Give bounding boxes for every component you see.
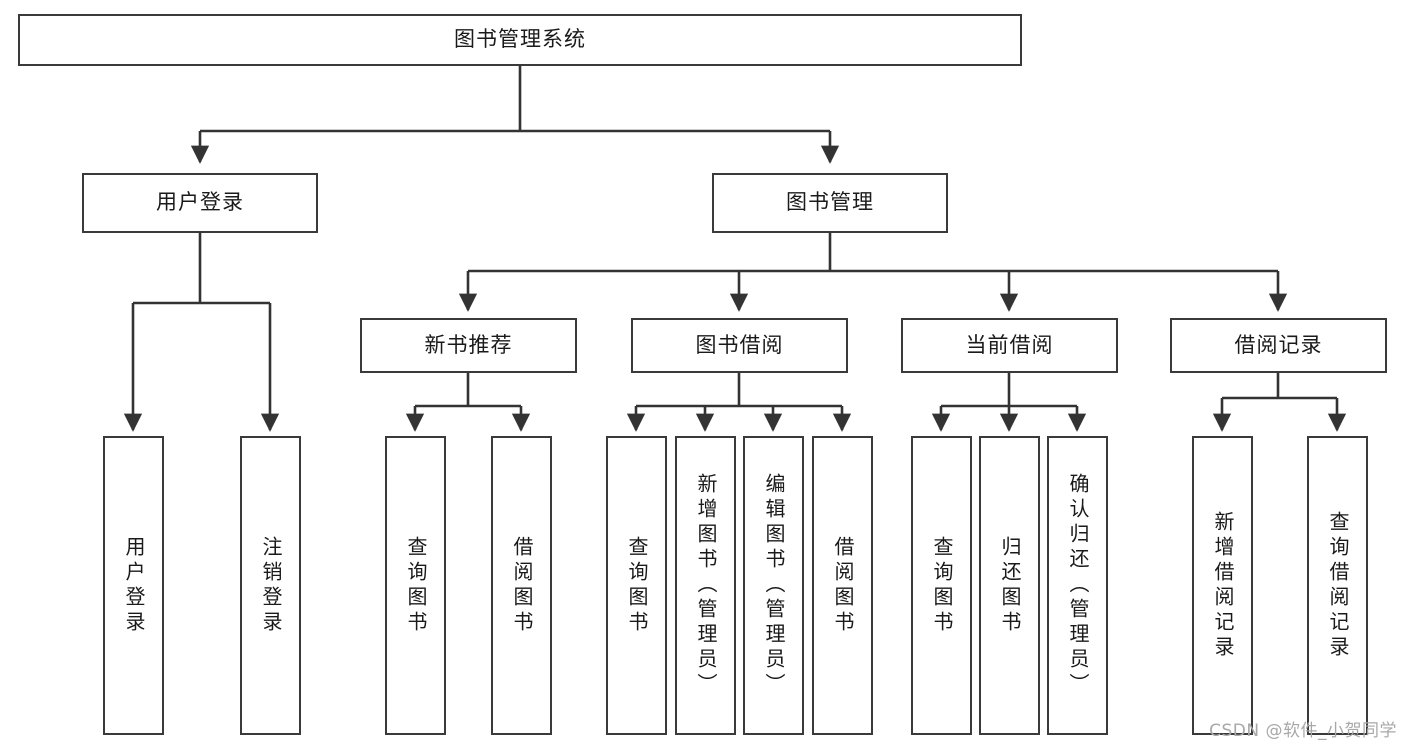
leaf-logout-label: 注销登录: [259, 535, 283, 636]
node-current-borrow-label: 当前借阅: [965, 332, 1054, 357]
leaf-nb-borrow-book-label: 借阅图书: [510, 535, 534, 636]
leaf-cb-return-book-label: 归还图书: [998, 535, 1022, 636]
leaf-bb-query-book[interactable]: 查询图书: [606, 436, 667, 735]
node-new-book-recommend-label: 新书推荐: [424, 332, 513, 357]
leaf-bb-borrow-book[interactable]: 借阅图书: [812, 436, 873, 735]
leaf-user-login-label: 用户登录: [122, 535, 146, 636]
leaf-br-query-record-label: 查询借阅记录: [1326, 510, 1350, 661]
node-new-book-recommend[interactable]: 新书推荐: [360, 318, 577, 373]
node-current-borrow[interactable]: 当前借阅: [901, 318, 1118, 373]
leaf-cb-query-book-label: 查询图书: [930, 535, 954, 636]
leaf-br-query-record[interactable]: 查询借阅记录: [1307, 436, 1368, 735]
leaf-cb-confirm-return[interactable]: 确认归还（管理员）: [1047, 436, 1108, 735]
leaf-nb-borrow-book[interactable]: 借阅图书: [491, 436, 552, 735]
leaf-bb-borrow-book-label: 借阅图书: [831, 535, 855, 636]
node-book-borrow-label: 图书借阅: [695, 332, 784, 357]
leaf-nb-query-book[interactable]: 查询图书: [385, 436, 446, 735]
node-root-label: 图书管理系统: [454, 27, 586, 52]
node-borrow-record[interactable]: 借阅记录: [1170, 318, 1387, 373]
node-book-management[interactable]: 图书管理: [712, 173, 948, 233]
leaf-bb-query-book-label: 查询图书: [625, 535, 649, 636]
node-borrow-record-label: 借阅记录: [1234, 332, 1323, 357]
node-root[interactable]: 图书管理系统: [18, 14, 1022, 66]
leaf-bb-add-book[interactable]: 新增图书（管理员）: [675, 436, 736, 735]
node-user-login-label: 用户登录: [156, 190, 244, 215]
leaf-bb-add-book-label: 新增图书（管理员）: [694, 473, 718, 698]
leaf-br-add-record[interactable]: 新增借阅记录: [1192, 436, 1253, 735]
node-book-management-label: 图书管理: [786, 190, 874, 215]
node-user-login[interactable]: 用户登录: [82, 173, 318, 233]
node-book-borrow[interactable]: 图书借阅: [631, 318, 848, 373]
leaf-nb-query-book-label: 查询图书: [404, 535, 428, 636]
leaf-user-login[interactable]: 用户登录: [103, 436, 164, 735]
leaf-bb-edit-book-label: 编辑图书（管理员）: [762, 473, 786, 698]
leaf-cb-return-book[interactable]: 归还图书: [979, 436, 1040, 735]
leaf-cb-confirm-return-label: 确认归还（管理员）: [1066, 473, 1090, 698]
leaf-bb-edit-book[interactable]: 编辑图书（管理员）: [743, 436, 804, 735]
leaf-logout[interactable]: 注销登录: [240, 436, 301, 735]
leaf-br-add-record-label: 新增借阅记录: [1211, 510, 1235, 661]
leaf-cb-query-book[interactable]: 查询图书: [911, 436, 972, 735]
